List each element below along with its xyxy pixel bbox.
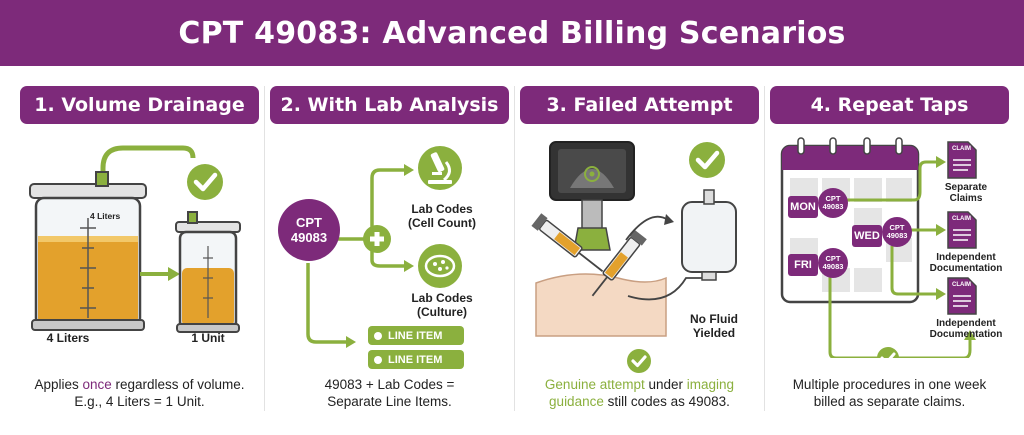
claim-caption-2: Independent Documentation bbox=[929, 252, 1003, 274]
connector-wed-down bbox=[890, 246, 938, 296]
panel-divider bbox=[764, 86, 765, 411]
jar-scale-label: 4 Liters bbox=[90, 211, 121, 221]
connector-fri bbox=[828, 276, 972, 358]
day-fri: FRI bbox=[788, 254, 818, 276]
check-icon bbox=[689, 142, 725, 178]
caption-highlight: once bbox=[82, 377, 112, 392]
claim-document-icon bbox=[947, 277, 977, 315]
no-fluid-label: No Fluid Yielded bbox=[690, 312, 738, 340]
skin-area bbox=[535, 273, 667, 337]
check-icon bbox=[877, 347, 899, 358]
caption-highlight: Genuine attempt bbox=[544, 377, 645, 392]
panel-caption: Genuine attempt under imaging guidance s… bbox=[544, 377, 735, 409]
panel-title: 1. Volume Drainage bbox=[20, 86, 259, 124]
microscope-icon bbox=[418, 146, 462, 190]
petri-dish-icon bbox=[418, 244, 462, 288]
arrow-icon bbox=[140, 267, 180, 281]
claim-label: CLAIM bbox=[952, 216, 971, 222]
panel-repeat-taps: 4. Repeat Taps bbox=[768, 78, 1011, 413]
claim-caption-3: Independent Documentation bbox=[929, 318, 1003, 340]
jar-icon bbox=[29, 171, 147, 331]
day-wed: WED bbox=[852, 225, 882, 247]
claim-label: CLAIM bbox=[952, 146, 971, 152]
drain-tube bbox=[100, 145, 196, 194]
attempt-arrow bbox=[625, 215, 669, 241]
panel-volume-drainage: 1. Volume Drainage bbox=[18, 78, 261, 413]
panel-caption: Applies once regardless of volume. E.g.,… bbox=[34, 377, 245, 409]
panel-divider bbox=[264, 86, 265, 411]
claim-caption-1: Separate Claims bbox=[944, 182, 988, 204]
page-title: CPT 49083: Advanced Billing Scenarios bbox=[178, 15, 846, 51]
ultrasound-icon bbox=[549, 141, 635, 251]
day-mon: MON bbox=[788, 196, 818, 218]
line-item-2: LINE ITEM bbox=[368, 350, 464, 369]
connector-line-items bbox=[306, 263, 348, 344]
syringe-icon bbox=[531, 213, 604, 272]
small-jar-icon bbox=[175, 211, 241, 333]
panel-title: 2. With Lab Analysis bbox=[270, 86, 509, 124]
lab-code-cell-count-label: Lab Codes (Cell Count) bbox=[408, 202, 476, 230]
right-jar-label: 1 Unit bbox=[191, 331, 225, 345]
panel-failed-attempt: 3. Failed Attempt bbox=[518, 78, 761, 413]
volume-drainage-illustration bbox=[29, 145, 241, 333]
cpt-code-badge: CPT 49083 bbox=[278, 199, 340, 261]
line-item-1: LINE ITEM bbox=[368, 326, 464, 345]
iv-bag-icon bbox=[681, 189, 737, 281]
syringe-icon-2 bbox=[591, 229, 647, 297]
plus-icon bbox=[363, 225, 391, 253]
panel-title: 4. Repeat Taps bbox=[770, 86, 1009, 124]
claim-document-icon bbox=[947, 141, 977, 179]
check-icon bbox=[627, 349, 651, 373]
claim-document-icon bbox=[947, 211, 977, 249]
claim-label: CLAIM bbox=[952, 282, 971, 288]
connector-mon bbox=[844, 160, 938, 202]
panel-divider bbox=[514, 86, 515, 411]
left-jar-label: 4 Liters bbox=[46, 331, 90, 345]
panel-lab-analysis: 2. With Lab Analysis bbox=[268, 78, 511, 413]
title-banner: CPT 49083: Advanced Billing Scenarios bbox=[0, 0, 1024, 66]
connector-up bbox=[370, 168, 406, 231]
panel-caption: 49083 + Lab Codes = Separate Line Items. bbox=[324, 377, 455, 409]
connector-down bbox=[370, 248, 406, 268]
repeat-taps-illustration bbox=[780, 137, 977, 358]
lab-code-culture-label: Lab Codes (Culture) bbox=[411, 291, 473, 319]
failed-attempt-illustration bbox=[531, 141, 737, 337]
panel-caption: Multiple procedures in one week billed a… bbox=[792, 377, 987, 409]
check-icon bbox=[187, 164, 223, 200]
panel-title: 3. Failed Attempt bbox=[520, 86, 759, 124]
lab-analysis-illustration bbox=[306, 146, 462, 348]
